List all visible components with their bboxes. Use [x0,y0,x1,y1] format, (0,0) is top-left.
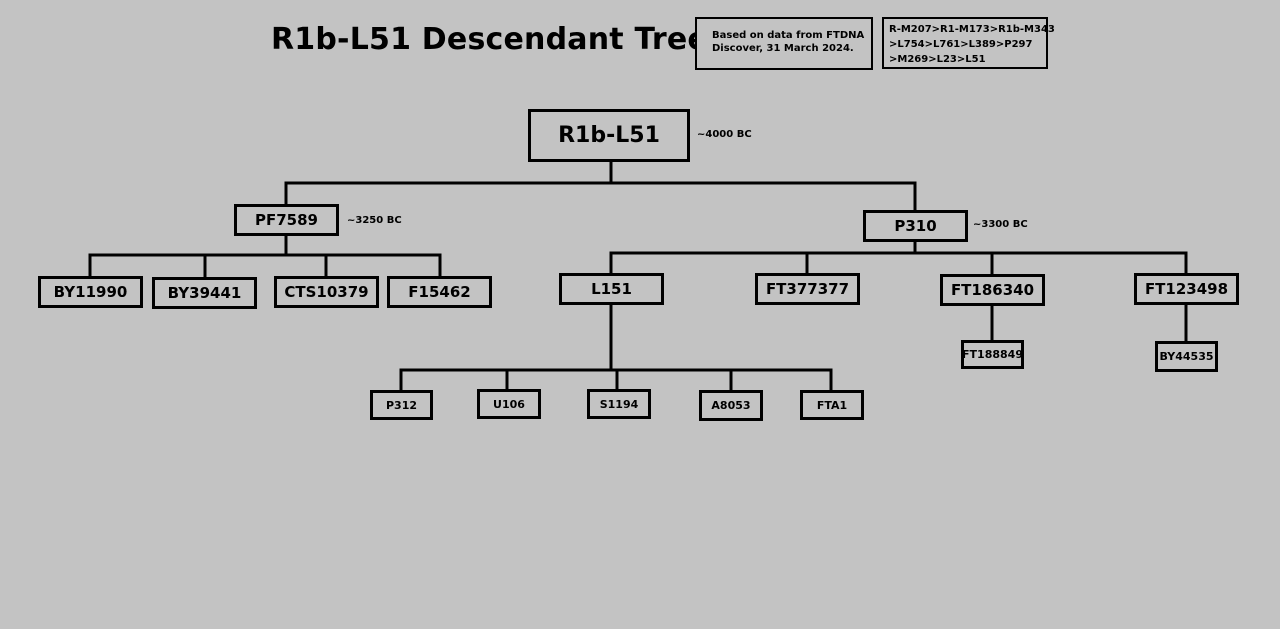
source-note-line: Based on data from FTDNA [712,30,865,41]
node-ft377377: FT377377 [755,273,860,305]
node-f15462: F15462 [387,276,492,308]
source-note-line: Discover, 31 March 2024. [712,43,854,54]
lineage-note-line: >L754>L761>L389>P297 [889,39,1033,50]
node-by39441: BY39441 [152,277,257,309]
lineage-note-line: >M269>L23>L51 [889,54,986,65]
node-fta1: FTA1 [800,390,864,420]
node-p310: P310 [863,210,968,242]
node-root: R1b-L51 [528,109,690,162]
lineage-note-box: R-M207>R1-M173>R1b-M343 >L754>L761>L389>… [882,17,1055,69]
pf7589-date: ~3250 BC [347,215,402,226]
root-date: ~4000 BC [697,129,752,140]
node-cts10379: CTS10379 [274,276,379,308]
source-note-box: Based on data from FTDNA Discover, 31 Ma… [695,17,873,70]
node-ft188849: FT188849 [961,340,1024,369]
diagram-title: R1b-L51 Descendant Tree [271,22,708,57]
p310-date: ~3300 BC [973,219,1028,230]
node-by11990: BY11990 [38,276,143,308]
node-u106: U106 [477,389,541,419]
node-a8053: A8053 [699,390,763,421]
node-ft186340: FT186340 [940,274,1045,306]
node-ft123498: FT123498 [1134,273,1239,305]
node-s1194: S1194 [587,389,651,419]
node-by44535: BY44535 [1155,341,1218,372]
connector-l151 [399,301,833,393]
connector-p310 [609,238,1188,277]
lineage-note-line: R-M207>R1-M173>R1b-M343 [889,24,1055,35]
connector-root [284,159,917,213]
node-pf7589: PF7589 [234,204,339,236]
node-l151: L151 [559,273,664,305]
node-p312: P312 [370,390,433,420]
connector-pf7589 [88,232,442,280]
